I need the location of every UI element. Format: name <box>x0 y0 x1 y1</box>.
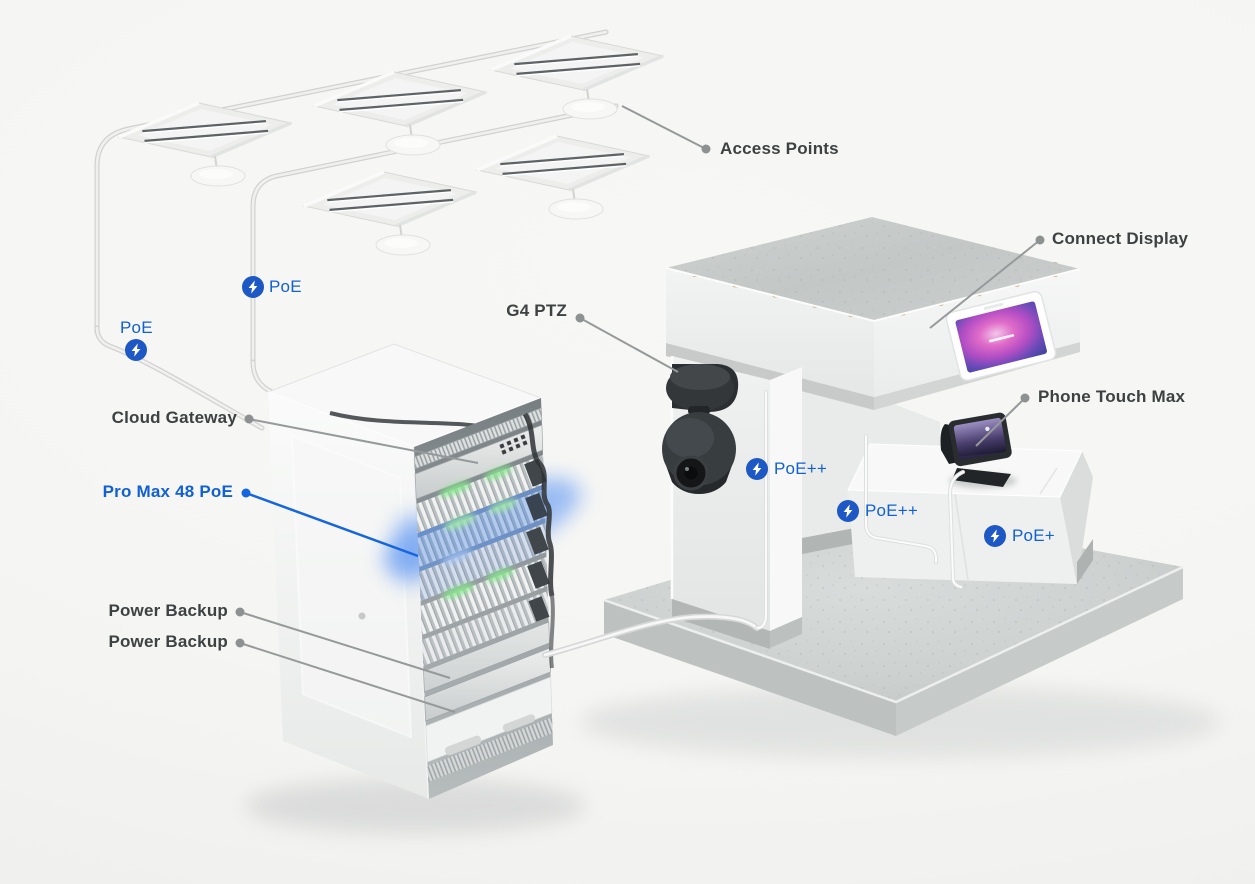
rack-vent-panel <box>414 407 543 470</box>
poe-switch-unit <box>419 523 549 601</box>
rack-patch-cable-bundle <box>522 412 555 597</box>
leader-dot-access-points <box>701 144 711 154</box>
access-point-tile <box>302 170 478 257</box>
poe-label: PoE <box>269 277 302 296</box>
leader-dot-connect-display <box>1035 235 1045 245</box>
leader-dot-g4-ptz <box>575 313 585 323</box>
phone-poe-cable <box>948 471 964 588</box>
poe-plus-plus-label: PoE++ <box>774 459 827 478</box>
power-backup-unit-2 <box>424 647 551 722</box>
rack-door-handle <box>358 612 366 620</box>
poe-plus-plus-label: PoE++ <box>865 501 918 520</box>
poe-label: PoE <box>120 318 153 337</box>
poe-lightning-icon <box>984 525 1006 547</box>
rack-plinth-vent <box>427 717 553 782</box>
equipment-rack <box>266 343 581 800</box>
phone-touch-max-label: Phone Touch Max <box>1038 387 1186 406</box>
rack-base-panel <box>425 676 553 763</box>
poe-lightning-icon <box>746 458 768 480</box>
desk-cables <box>542 390 965 658</box>
power-backup-label-2: Power Backup <box>108 632 228 651</box>
poe-switch-unit <box>420 557 550 635</box>
poe-plus-label: PoE+ <box>1012 526 1055 545</box>
poe-switch-unit <box>416 455 547 533</box>
access-point-tile <box>117 101 293 188</box>
g4-ptz-label: G4 PTZ <box>506 301 567 320</box>
ceiling-access-points <box>117 34 665 257</box>
leader-dot-cloud-gateway <box>244 414 254 424</box>
access-point-tile <box>475 134 651 221</box>
leader-dot-power-backup-1 <box>235 607 245 617</box>
connect-display-label: Connect Display <box>1052 229 1189 248</box>
power-backup-label-1: Power Backup <box>108 601 228 620</box>
counter <box>847 443 1093 584</box>
leader-dot-power-backup-2 <box>235 638 245 648</box>
pro-max-48-poe-unit <box>417 489 548 567</box>
floor-cable-to-rack <box>543 615 759 657</box>
leader-dot-phone-touch-max <box>1020 393 1030 403</box>
display-poe-cable <box>865 435 937 563</box>
poe-lightning-icon <box>125 339 147 361</box>
leader-dot-pro-max <box>241 488 251 498</box>
pro-max-48-poe-label: Pro Max 48 PoE <box>102 482 233 501</box>
poe-switch-unit <box>422 591 550 666</box>
g4-ptz-camera <box>662 364 739 495</box>
cloud-gateway-unit <box>414 424 544 500</box>
poe-lightning-icon <box>242 276 264 298</box>
display-logo-mark <box>988 334 1015 343</box>
poe-lightning-icon <box>837 500 859 522</box>
leader-lines <box>235 105 1045 713</box>
connect-display-device <box>945 290 1057 382</box>
access-points-label: Access Points <box>720 139 839 158</box>
camera-poe-cable <box>756 391 767 629</box>
reception-desk <box>542 217 1184 736</box>
cloud-gateway-label: Cloud Gateway <box>111 408 237 427</box>
